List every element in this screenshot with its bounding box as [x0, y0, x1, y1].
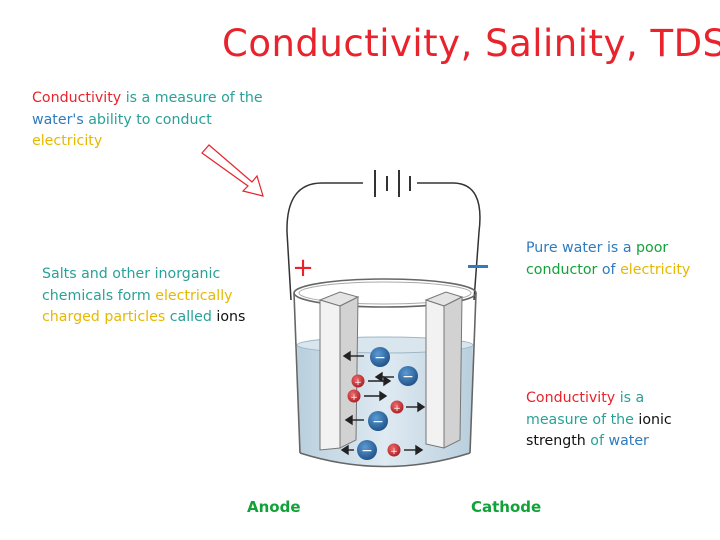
svg-text:−: − — [374, 350, 386, 366]
cathode-label: Cathode — [471, 498, 542, 516]
note-pure-water: Pure water is a poor conductor of electr… — [526, 238, 714, 281]
note-term-ionic-strength: ionic strength — [526, 411, 672, 450]
negative-ion: − — [368, 411, 388, 431]
note-term-electricity: electricity — [620, 261, 691, 278]
note-text: is a measure of the — [526, 390, 645, 428]
positive-ion: + — [390, 400, 404, 414]
arrow-left-icon — [340, 444, 354, 456]
positive-ion: + — [347, 389, 361, 403]
cathode-electrode — [424, 291, 464, 449]
minus-sign — [468, 265, 488, 268]
svg-text:+: + — [390, 447, 398, 457]
arrow-left-icon — [344, 414, 364, 426]
svg-text:−: − — [361, 443, 373, 459]
svg-text:+: + — [393, 404, 401, 414]
positive-ion: + — [387, 443, 401, 457]
note-text: Pure water is a — [526, 240, 637, 256]
note-term-water: water — [608, 433, 649, 449]
arrow-left-icon — [374, 371, 394, 383]
negative-ion: − — [370, 347, 390, 367]
note-conductivity-definition: Conductivity is a measure of the water's… — [32, 88, 264, 153]
plus-sign: + — [292, 253, 314, 283]
wire-right — [417, 182, 481, 301]
note-salts-ions: Salts and other inorganic chemicals form… — [42, 264, 256, 329]
note-term-water: water's — [32, 111, 84, 128]
pointer-arrow-icon — [201, 144, 264, 197]
negative-ion: − — [398, 366, 418, 386]
note-term-conductivity: Conductivity — [526, 390, 616, 406]
note-text: Salts and other inorganic chemicals form — [42, 266, 221, 304]
svg-text:+: + — [354, 378, 362, 388]
note-ionic-strength: Conductivity is a measure of the ionic s… — [526, 388, 676, 453]
arrow-right-icon — [368, 375, 392, 387]
note-term-ions: ions — [216, 309, 246, 325]
note-text: ability to conduct — [83, 111, 212, 128]
svg-text:−: − — [372, 414, 384, 430]
note-text: called — [165, 309, 217, 325]
svg-text:+: + — [350, 393, 358, 403]
arrow-right-icon — [364, 390, 388, 402]
note-term-conductivity: Conductivity — [32, 90, 122, 106]
negative-ion: − — [357, 440, 377, 460]
arrow-left-icon — [342, 350, 364, 362]
page-title: Conductivity, Salinity, TDS — [222, 22, 720, 65]
svg-text:−: − — [402, 369, 414, 385]
battery-icon — [374, 170, 411, 197]
note-term-charged-particles: electrically charged particles — [42, 287, 233, 326]
note-text: is a measure of the — [121, 90, 263, 106]
note-text: of — [585, 433, 609, 449]
note-term-electricity: electricity — [32, 133, 103, 149]
note-text: of — [597, 261, 621, 278]
anode-label: Anode — [247, 498, 301, 516]
positive-ion: + — [351, 374, 365, 388]
anode-electrode — [318, 291, 360, 451]
note-term-poor-conductor: poor conductor — [526, 240, 669, 278]
arrow-right-icon — [406, 401, 426, 413]
wire-left — [286, 182, 363, 301]
arrow-right-icon — [404, 444, 424, 456]
